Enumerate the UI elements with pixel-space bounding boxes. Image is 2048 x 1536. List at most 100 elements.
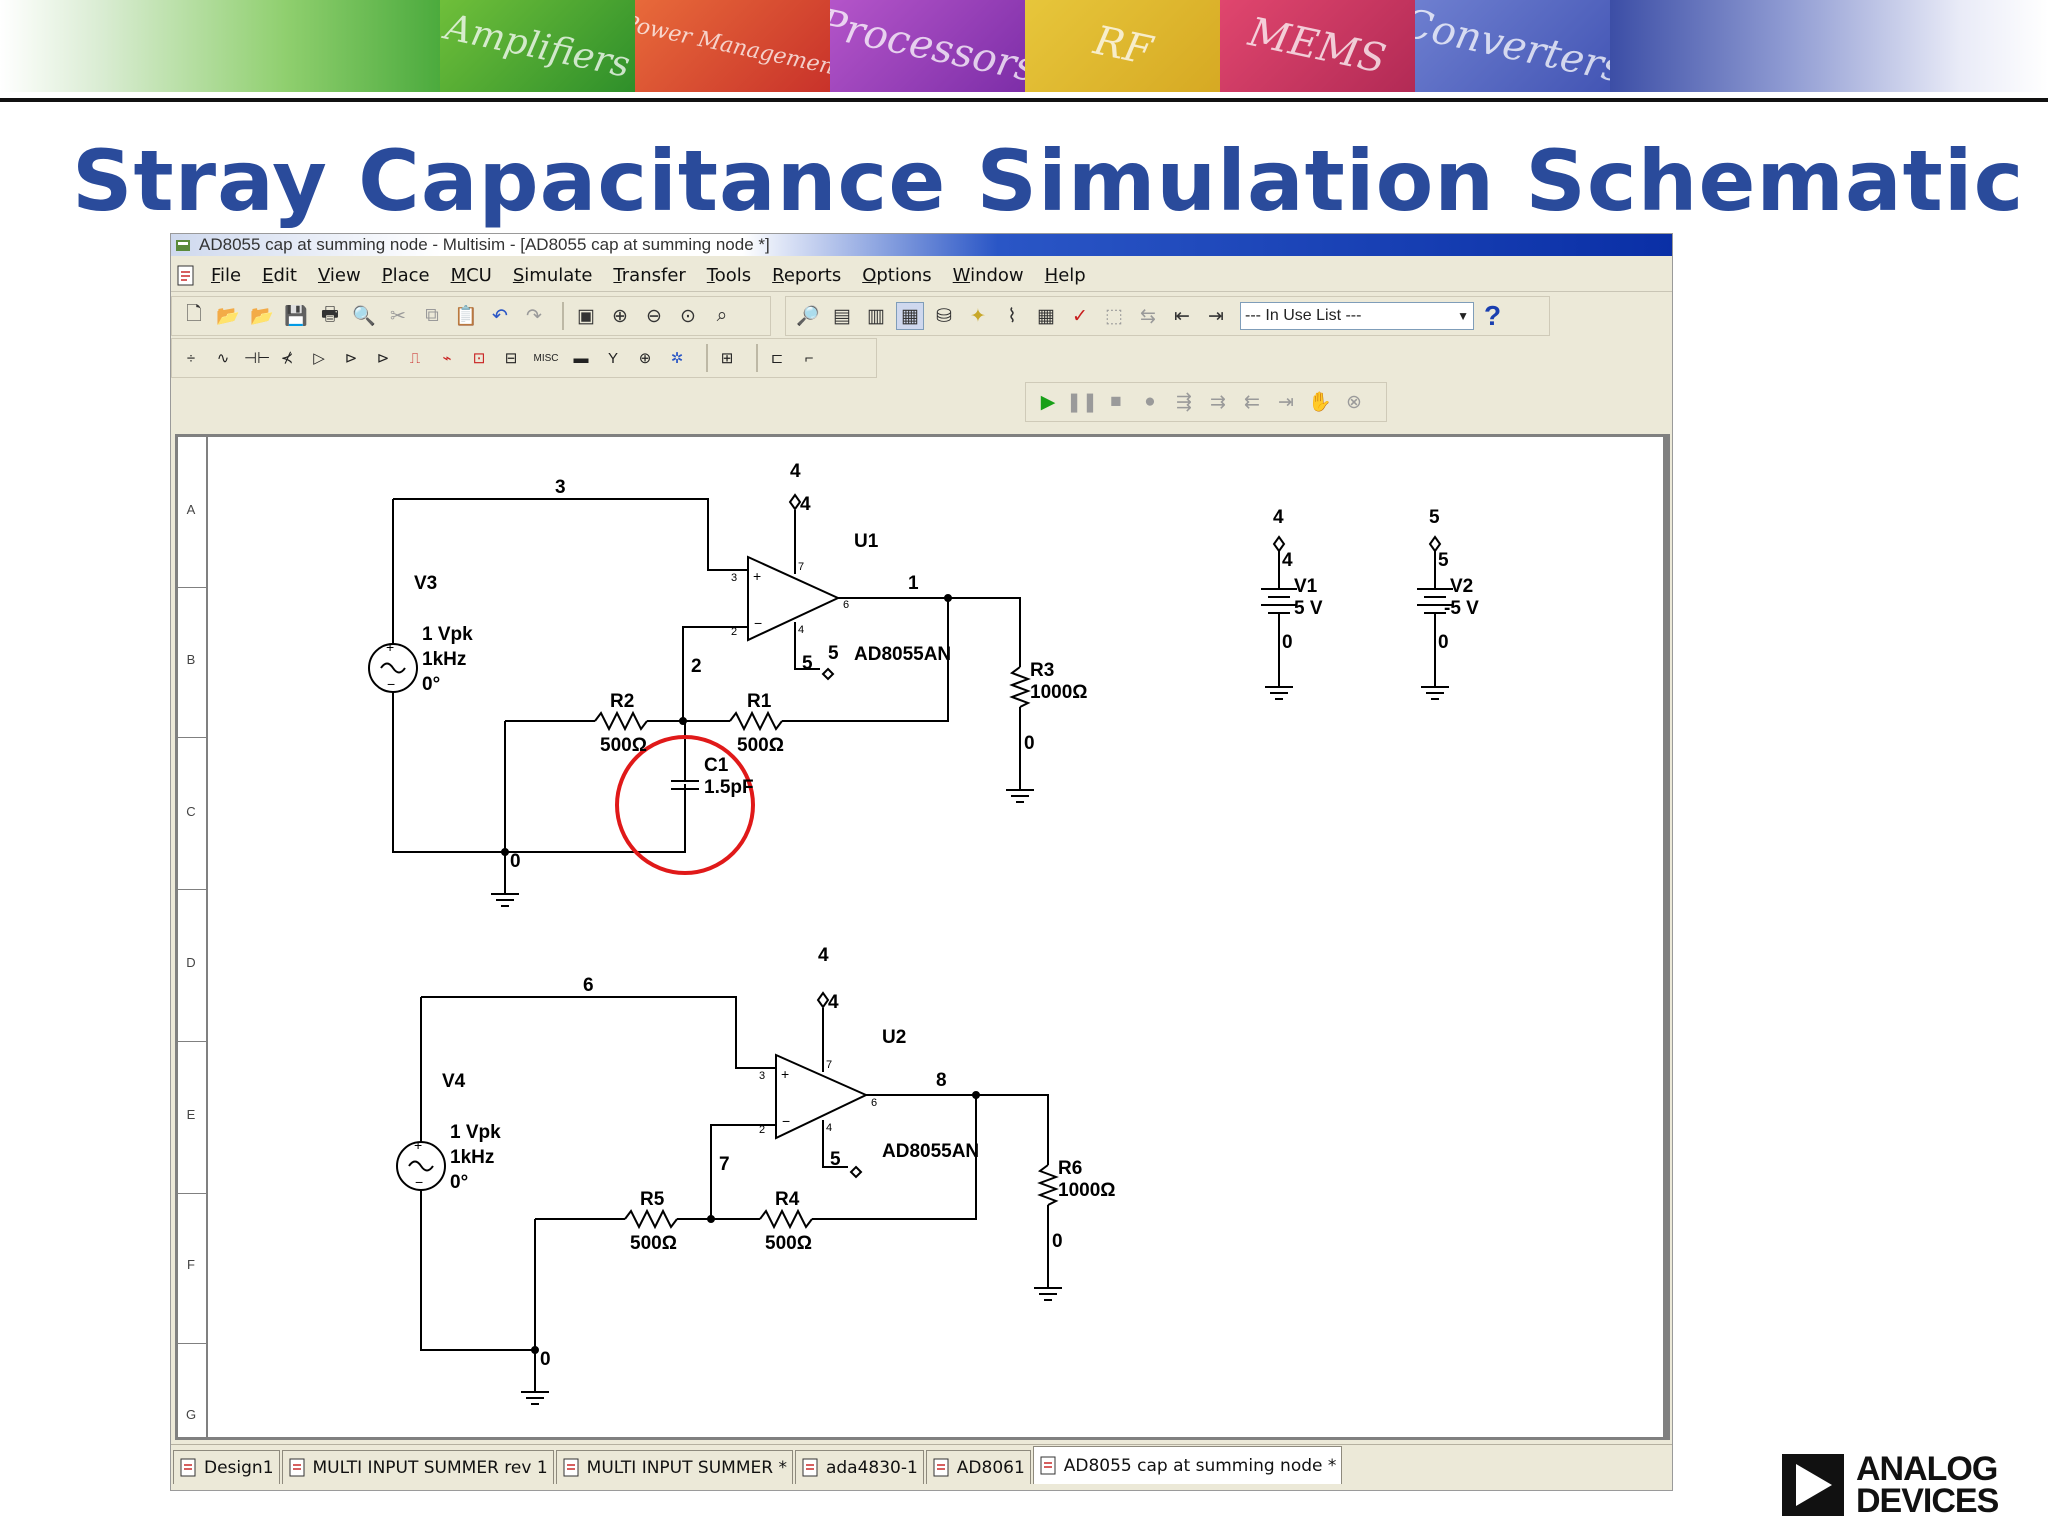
- print-preview-icon[interactable]: 🔍: [352, 306, 376, 327]
- run-to-cursor-icon[interactable]: ⇥: [1278, 391, 1294, 413]
- place-wire-icon[interactable]: ⌐: [804, 349, 814, 367]
- place-bus-icon[interactable]: ⊏: [770, 350, 784, 367]
- zoom-fit-icon[interactable]: ⌕: [716, 305, 728, 326]
- vee-connector-5[interactable]: [1428, 535, 1442, 553]
- tab-ada4830-1[interactable]: ada4830-1: [794, 1450, 924, 1484]
- zoom-out-icon[interactable]: ⊖: [646, 305, 662, 327]
- resistor-r2[interactable]: [594, 710, 648, 732]
- vcc-connector-4[interactable]: [1272, 535, 1286, 553]
- place-ttl-icon[interactable]: ⊳: [344, 350, 358, 367]
- schematic-canvas[interactable]: A B C D E F G: [175, 434, 1670, 1440]
- grid-icon[interactable]: ▦: [896, 302, 924, 330]
- ac-source-v3[interactable]: [368, 643, 418, 693]
- new-file-icon[interactable]: 🗋: [186, 304, 202, 325]
- tab-multi-input-summer[interactable]: MULTI INPUT SUMMER *: [555, 1450, 793, 1484]
- hand-icon[interactable]: ✋: [1308, 392, 1332, 413]
- paste-icon[interactable]: 📋: [454, 306, 478, 327]
- forward-annotate-icon[interactable]: ⇤: [1174, 305, 1190, 327]
- place-source-icon[interactable]: ÷: [186, 349, 196, 367]
- menu-tools[interactable]: Tools: [706, 265, 752, 286]
- menu-options[interactable]: Options: [862, 265, 932, 286]
- place-transistor-icon[interactable]: ⊀: [280, 350, 294, 367]
- search-component-icon[interactable]: 🔎: [796, 306, 820, 327]
- tab-design1[interactable]: Design1: [173, 1450, 280, 1484]
- save-icon[interactable]: 💾: [284, 306, 308, 327]
- in-use-list-dropdown[interactable]: --- In Use List --- ▼: [1240, 302, 1474, 330]
- vee-connector-5[interactable]: [849, 1165, 863, 1179]
- document-icon[interactable]: [175, 264, 199, 288]
- menu-view[interactable]: View: [317, 265, 361, 286]
- pause-simulation-icon[interactable]: ❚❚: [1066, 391, 1098, 413]
- menu-place[interactable]: Place: [381, 265, 430, 286]
- place-rf-icon[interactable]: Y: [607, 349, 618, 367]
- vcc-connector-4[interactable]: [816, 991, 830, 1009]
- menu-window[interactable]: Window: [952, 265, 1024, 286]
- open-folder-icon[interactable]: 📂: [216, 306, 240, 327]
- breakpoint-icon[interactable]: ●: [1144, 391, 1156, 412]
- tab-multi-input-summer-rev-1[interactable]: MULTI INPUT SUMMER rev 1: [281, 1450, 554, 1484]
- design-tabs: Design1 MULTI INPUT SUMMER rev 1 MULTI I…: [171, 1444, 1672, 1484]
- place-analog-icon[interactable]: ▷: [313, 350, 325, 367]
- cut-icon[interactable]: ✂: [390, 305, 406, 327]
- net-label: 5: [1438, 550, 1449, 571]
- place-misc-digital-icon[interactable]: ⎍: [409, 349, 421, 367]
- remove-breakpoints-icon[interactable]: ⊗: [1346, 391, 1362, 413]
- erc-icon[interactable]: ✓: [1072, 305, 1088, 327]
- opamp-u1[interactable]: [747, 555, 841, 642]
- menu-transfer[interactable]: Transfer: [613, 265, 686, 286]
- ultiboard-icon[interactable]: ⬚: [1105, 305, 1123, 327]
- place-indicator-icon[interactable]: ⊡: [472, 350, 486, 367]
- place-misc-label[interactable]: MISC: [533, 352, 559, 364]
- hierarchical-block-icon[interactable]: ⊞: [720, 350, 734, 367]
- resistor-r1[interactable]: [729, 710, 783, 732]
- place-cmos-icon[interactable]: ⊳: [376, 350, 390, 367]
- place-diode-icon[interactable]: ⊣⊢: [244, 350, 271, 367]
- place-power-component-icon[interactable]: ⊟: [504, 350, 518, 367]
- menu-mcu[interactable]: MCU: [450, 265, 492, 286]
- toggle-fullscreen-icon[interactable]: ▣: [577, 305, 595, 327]
- back-annotate-icon[interactable]: ⇆: [1140, 305, 1156, 327]
- copy-icon[interactable]: ⧉: [425, 305, 439, 326]
- stop-simulation-icon[interactable]: ■: [1110, 391, 1122, 412]
- menu-help[interactable]: Help: [1044, 265, 1086, 286]
- tab-ad8055-cap-at-summing-node[interactable]: AD8055 cap at summing node *: [1032, 1446, 1343, 1484]
- place-electromechanical-icon[interactable]: ⊕: [638, 350, 652, 367]
- transfer-icon[interactable]: ⇥: [1208, 305, 1224, 327]
- undo-icon[interactable]: ↶: [492, 305, 508, 327]
- place-mcu-icon[interactable]: ✲: [670, 350, 684, 367]
- resistor-r4[interactable]: [759, 1208, 813, 1230]
- design-toolbox-icon[interactable]: ▤: [833, 305, 851, 327]
- postprocessor-icon[interactable]: ▦: [1037, 305, 1055, 327]
- step-into-icon[interactable]: ⇶: [1176, 391, 1192, 413]
- place-basic-icon[interactable]: ∿: [216, 350, 230, 367]
- plus-sign: +: [414, 1137, 422, 1153]
- place-mixed-icon[interactable]: ⌁: [442, 350, 452, 367]
- grapher-icon[interactable]: ⌇: [1007, 305, 1017, 327]
- menu-edit[interactable]: Edit: [262, 265, 297, 286]
- step-out-icon[interactable]: ⇇: [1244, 391, 1260, 413]
- zoom-area-icon[interactable]: ⊙: [680, 305, 696, 327]
- resistor-r6[interactable]: [1037, 1164, 1059, 1206]
- opamp-u2[interactable]: [775, 1053, 869, 1140]
- database-manager-icon[interactable]: ⛁: [936, 305, 952, 327]
- place-advanced-peripherals-icon[interactable]: ▬: [573, 349, 589, 367]
- run-simulation-icon[interactable]: ▶: [1040, 391, 1056, 413]
- menu-reports[interactable]: Reports: [772, 265, 842, 286]
- spreadsheet-view-icon[interactable]: ▥: [867, 305, 885, 327]
- vcc-connector-4[interactable]: [788, 493, 802, 511]
- tab-ad8061[interactable]: AD8061: [925, 1450, 1031, 1484]
- window-titlebar[interactable]: AD8055 cap at summing node - Multisim - …: [171, 234, 1672, 256]
- redo-icon[interactable]: ↷: [526, 305, 542, 327]
- help-icon[interactable]: ?: [1484, 300, 1502, 331]
- open-sample-icon[interactable]: 📂: [250, 306, 274, 327]
- zoom-in-icon[interactable]: ⊕: [612, 305, 628, 327]
- create-component-icon[interactable]: ✦: [970, 305, 986, 327]
- menu-simulate[interactable]: Simulate: [512, 265, 593, 286]
- resistor-r5[interactable]: [624, 1208, 678, 1230]
- print-icon[interactable]: 🖶: [321, 304, 339, 325]
- ac-source-v4[interactable]: [396, 1141, 446, 1191]
- vee-connector-5[interactable]: [821, 667, 835, 681]
- step-over-icon[interactable]: ⇉: [1210, 391, 1226, 413]
- resistor-r3[interactable]: [1009, 666, 1031, 708]
- menu-file[interactable]: File: [211, 265, 242, 286]
